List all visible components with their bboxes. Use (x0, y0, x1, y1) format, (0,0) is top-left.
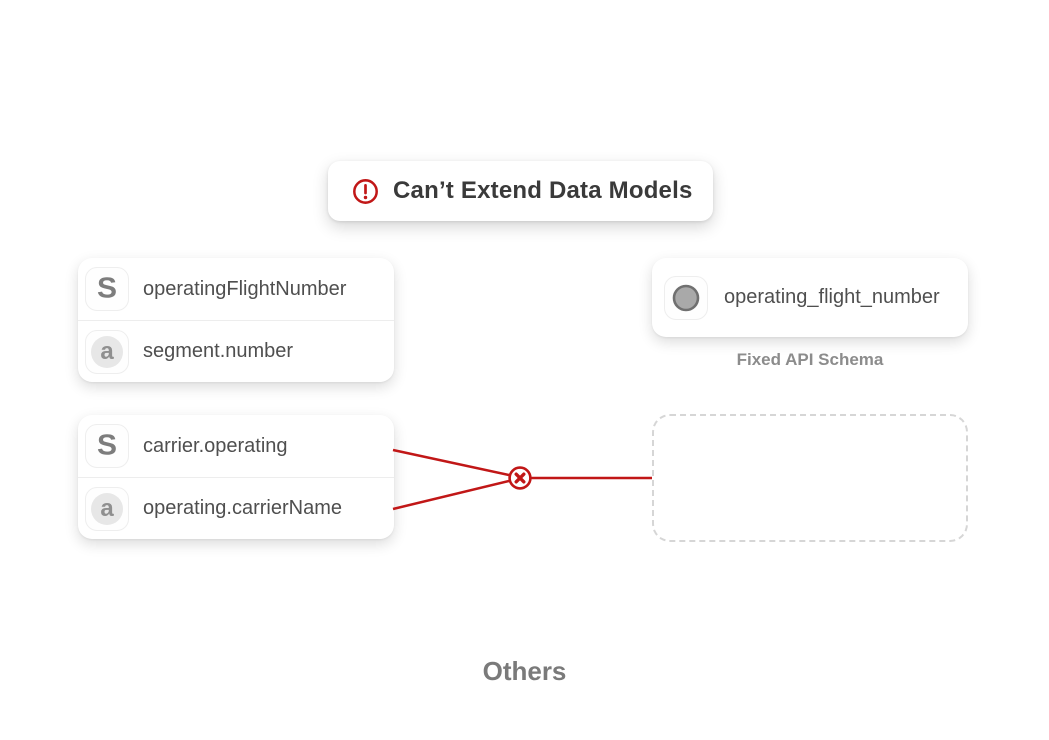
api-schema-card: operating_flight_number (652, 258, 968, 337)
field-row: S carrier.operating (78, 415, 394, 477)
amadeus-a-glyph: a (100, 494, 114, 522)
alert-circle-icon (353, 178, 378, 204)
error-x-icon (508, 466, 532, 490)
gray-circle-glyph (672, 284, 700, 311)
api-schema-caption: Fixed API Schema (736, 350, 884, 369)
amadeus-a-icon: a (85, 486, 129, 531)
title-banner: Can’t Extend Data Models (328, 161, 713, 221)
source-group-flight-number: S operatingFlightNumber a segment.number (78, 258, 394, 382)
sabre-s-glyph: S (96, 429, 117, 462)
title-label: Can’t Extend Data Models (393, 177, 693, 204)
amadeus-a-glyph: a (100, 337, 114, 365)
gray-circle-icon (664, 275, 708, 320)
amadeus-a-circle: a (91, 335, 123, 368)
field-row: a operating.carrierName (78, 477, 394, 539)
field-label: operating_flight_number (724, 286, 940, 308)
sabre-s-icon: S (85, 424, 129, 468)
empty-schema-placeholder (652, 414, 968, 542)
field-label: operating.carrierName (143, 497, 342, 519)
sabre-s-icon: S (85, 267, 129, 311)
connector-lines (392, 448, 652, 511)
amadeus-a-circle: a (91, 492, 123, 525)
field-row: a segment.number (78, 320, 394, 382)
field-row: S operatingFlightNumber (78, 258, 394, 320)
field-label: segment.number (143, 340, 294, 362)
field-label: operatingFlightNumber (143, 277, 347, 300)
amadeus-a-icon: a (85, 329, 129, 374)
source-group-carrier: S carrier.operating a operating.carrierN… (78, 415, 394, 539)
sabre-s-glyph: S (96, 272, 117, 305)
others-label: Others (482, 656, 567, 686)
field-label: carrier.operating (143, 434, 288, 457)
field-row: operating_flight_number (652, 258, 968, 337)
